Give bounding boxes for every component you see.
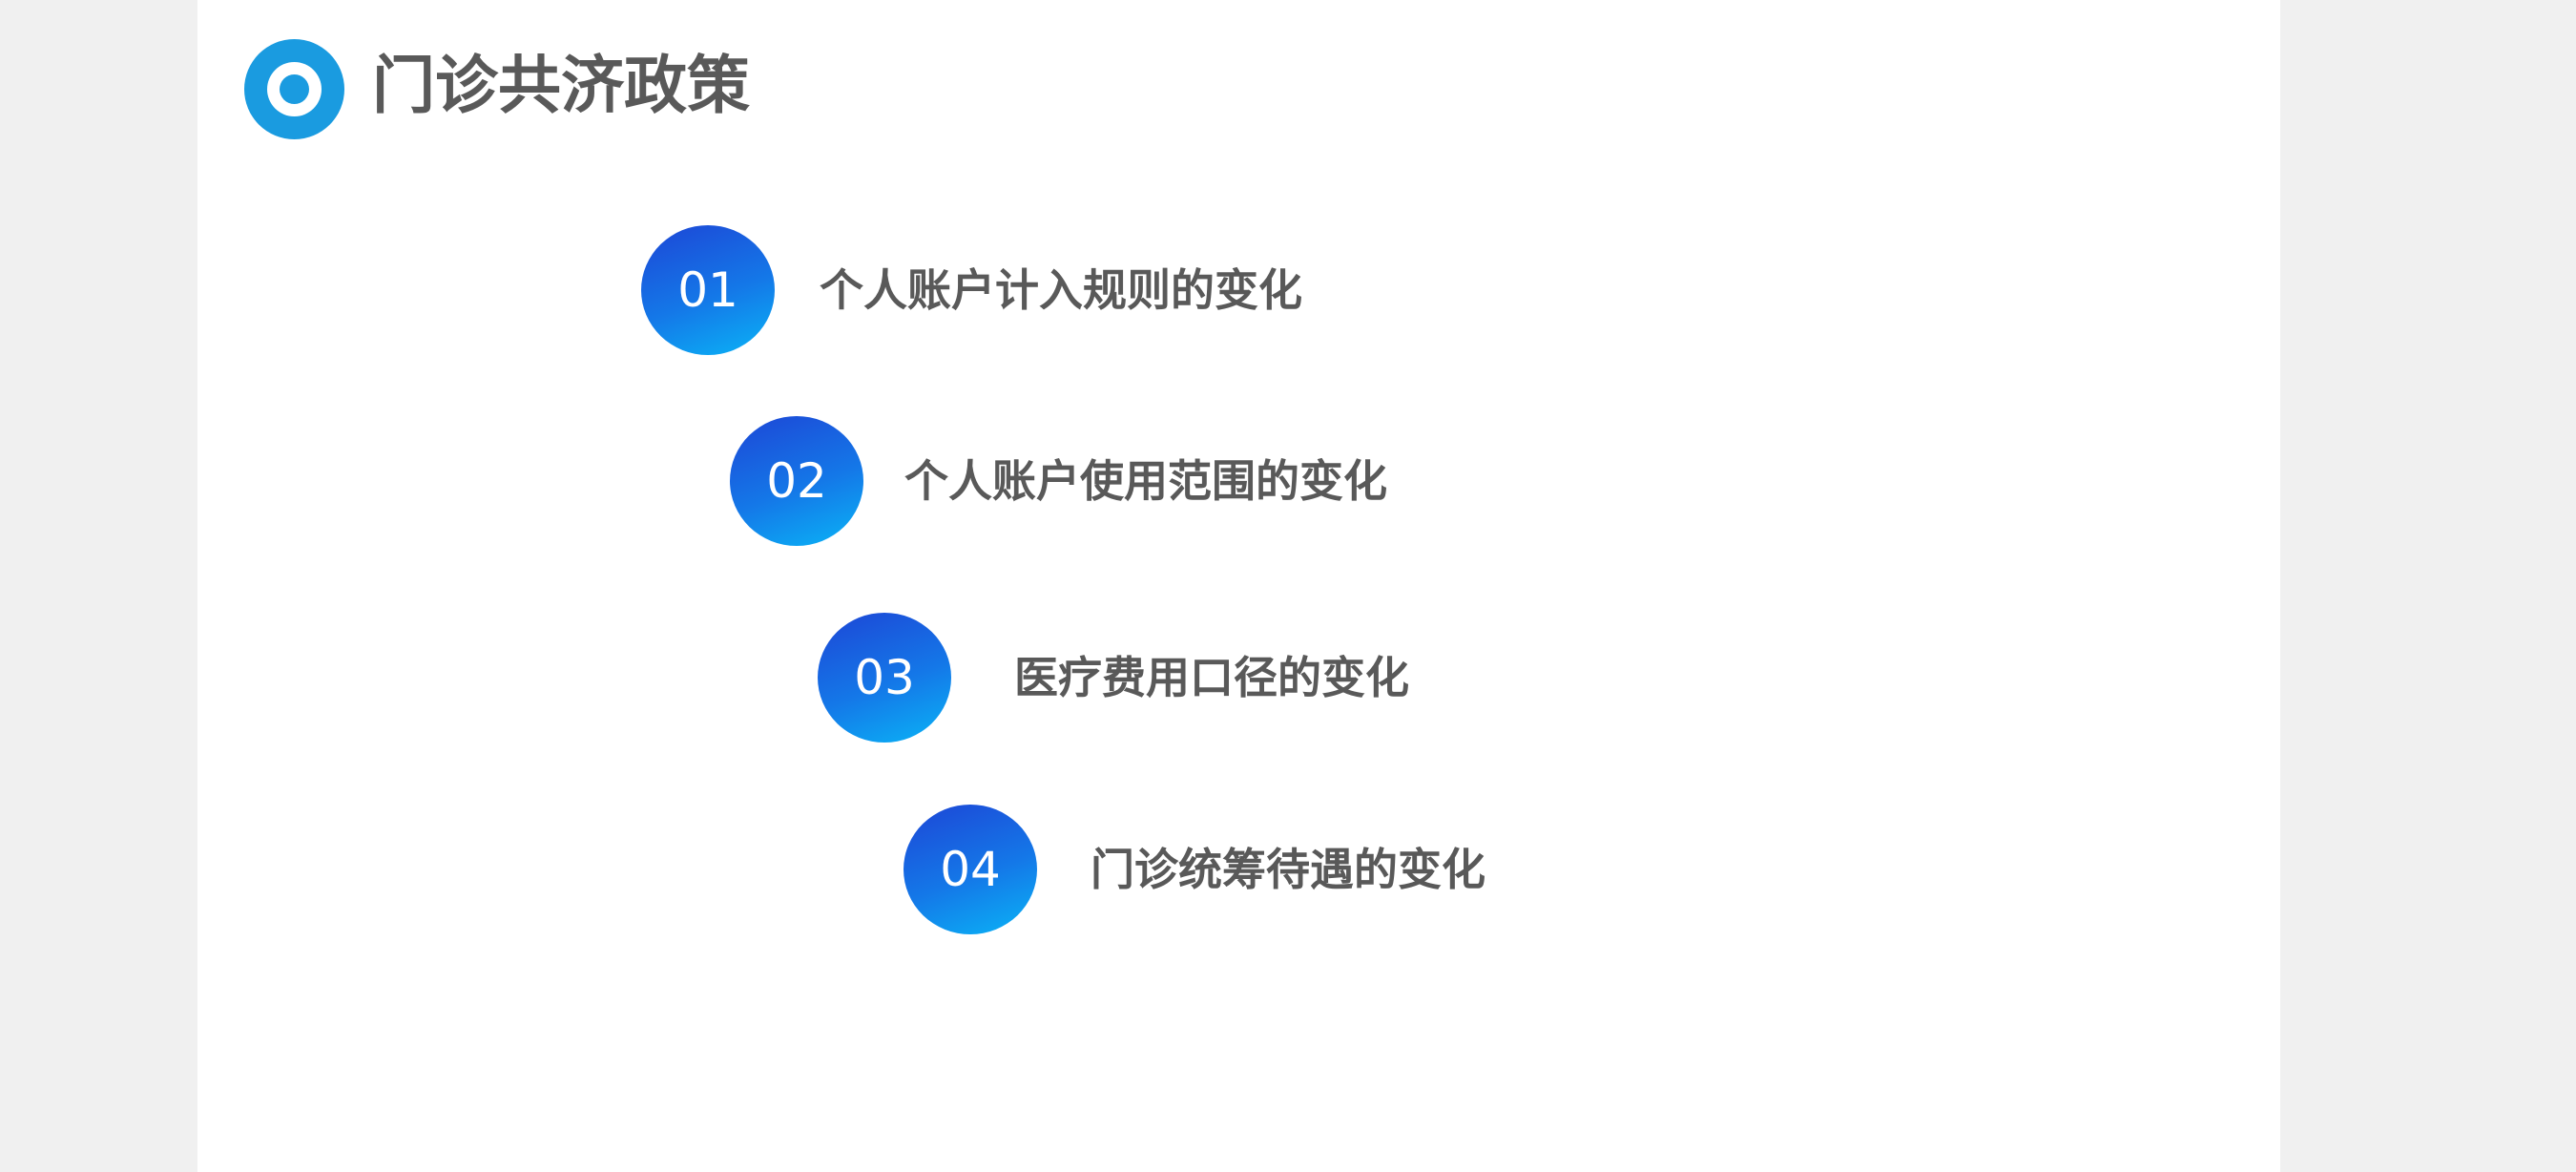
number-badge: 01 (641, 225, 775, 355)
target-circle-icon (244, 39, 344, 139)
number-badge: 03 (818, 613, 951, 743)
target-dot (280, 74, 309, 104)
list-item-label: 门诊统筹待遇的变化 (1091, 844, 1485, 895)
slide-canvas (197, 0, 2280, 1172)
list-item-label: 个人账户使用范围的变化 (904, 455, 1387, 507)
list-item-label: 个人账户计入规则的变化 (820, 264, 1302, 316)
number-badge: 02 (730, 416, 863, 546)
page-title: 门诊共济政策 (372, 49, 750, 122)
number-badge: 04 (904, 805, 1037, 934)
list-item-label: 医疗费用口径的变化 (1014, 652, 1409, 703)
